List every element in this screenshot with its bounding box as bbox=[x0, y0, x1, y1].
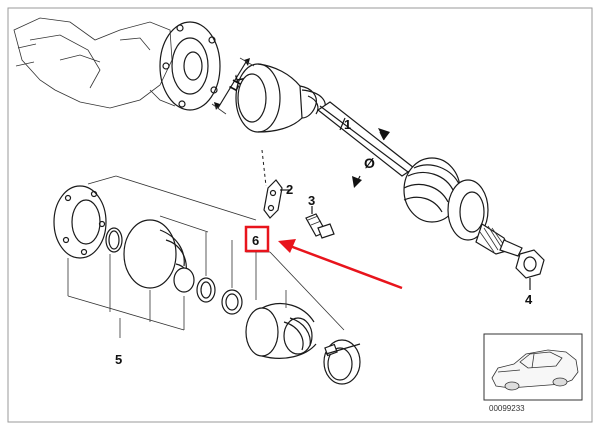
lk-label: LK bbox=[226, 72, 246, 93]
highlight-box-6 bbox=[244, 225, 270, 253]
car-icon bbox=[491, 349, 579, 391]
bracket-clip[interactable] bbox=[263, 179, 283, 219]
outer-joint-kit[interactable] bbox=[245, 303, 361, 385]
group-bracket-5 bbox=[67, 175, 257, 338]
dashed-leader bbox=[261, 149, 267, 187]
reference-number: 00099233 bbox=[489, 404, 525, 413]
leader-line-1 bbox=[339, 117, 346, 131]
part-label-4[interactable]: 4 bbox=[525, 292, 533, 307]
part-label-1[interactable]: 1 bbox=[344, 117, 351, 132]
part-label-6[interactable]: 6 bbox=[252, 233, 259, 248]
diameter-label: Ø bbox=[364, 155, 375, 171]
bolt[interactable] bbox=[305, 213, 335, 239]
diameter-dimension bbox=[352, 128, 390, 188]
part-label-3[interactable]: 3 bbox=[308, 193, 315, 208]
vehicle-thumbnail bbox=[483, 333, 583, 401]
lk-dimension bbox=[211, 57, 255, 115]
part-label-5[interactable]: 5 bbox=[115, 352, 122, 367]
part-label-2[interactable]: 2 bbox=[286, 182, 293, 197]
drive-shaft-assembly[interactable] bbox=[235, 63, 523, 257]
differential-housing bbox=[13, 17, 221, 111]
highlight-arrow bbox=[278, 239, 403, 290]
inner-joint-kit[interactable] bbox=[53, 185, 243, 315]
hex-nut[interactable] bbox=[515, 249, 545, 279]
diagram-frame bbox=[7, 7, 593, 423]
